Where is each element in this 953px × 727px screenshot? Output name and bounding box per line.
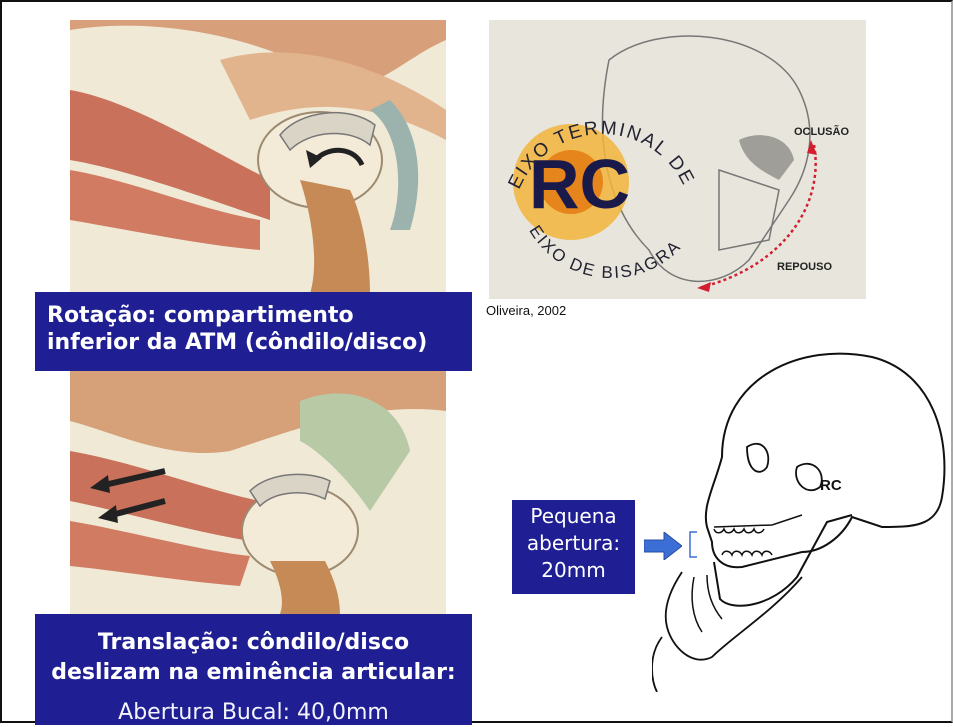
right-arrow-icon — [644, 532, 682, 565]
rotation-caption-line1: Rotação: compartimento — [47, 302, 462, 329]
tmj-rotation-illustration — [70, 20, 446, 294]
rotation-caption-line2: inferior da ATM (côndilo/disco) — [47, 329, 462, 356]
label-occlusion: OCLUSÃO — [794, 125, 849, 138]
translation-caption-line2: deslizam na eminência articular: — [35, 658, 472, 688]
terminal-axis-skull-figure: RC EIXO TERMINAL DE ROTAÇÃO EIXO DE BISA… — [489, 20, 866, 299]
translation-caption-line1: Translação: côndilo/disco — [35, 628, 472, 658]
figure-credit: Oliveira, 2002 — [486, 303, 566, 318]
small-opening-callout: Pequena abertura: 20mm — [512, 500, 635, 594]
label-rest: REPOUSO — [777, 261, 832, 273]
translation-caption: Translação: côndilo/disco deslizam na em… — [35, 614, 472, 725]
rc-label: RC — [820, 477, 842, 494]
skull-line-drawing: RC — [652, 337, 952, 692]
rotation-caption: Rotação: compartimento inferior da ATM (… — [35, 292, 472, 371]
tmj-translation-illustration — [70, 371, 446, 614]
callout-line2: abertura: — [512, 530, 635, 557]
callout-line1: Pequena — [512, 503, 635, 530]
callout-line3: 20mm — [512, 557, 635, 584]
